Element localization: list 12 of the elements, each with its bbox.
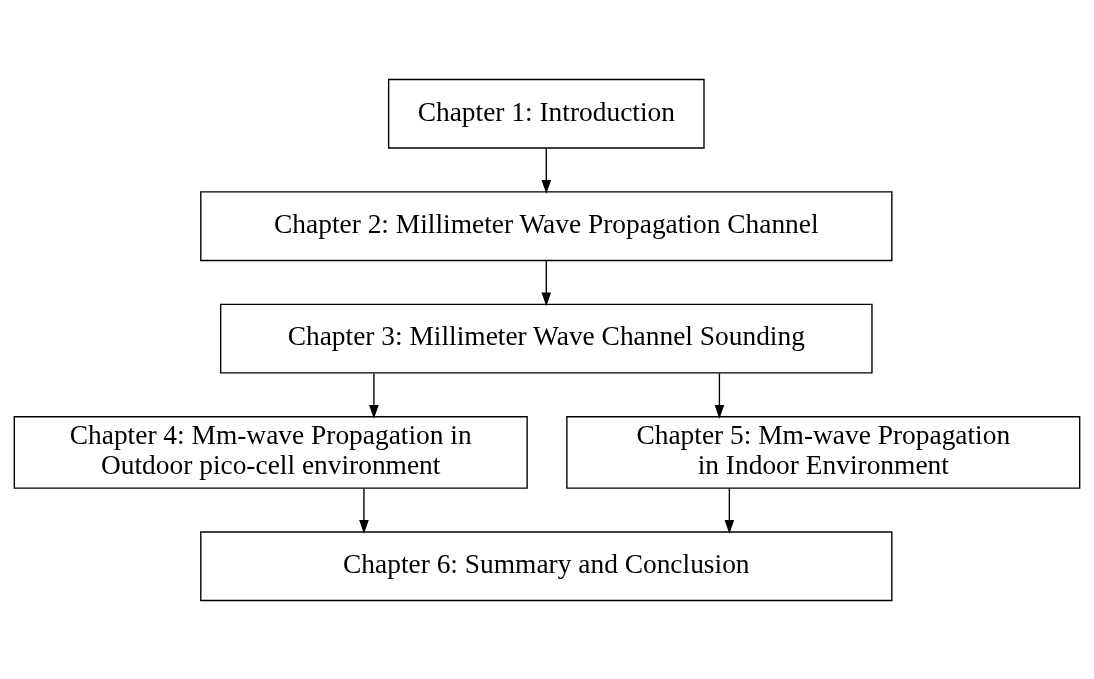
- node-box: Chapter 5: Mm-wave Propagation in Indoor Environment: [566, 415, 1081, 489]
- arrow: [369, 372, 379, 419]
- arrow: [714, 372, 725, 419]
- node-box: Chapter 3: Millimeter Wave Channel Sounding: [220, 303, 873, 374]
- node-box: Chapter 2: Millimeter Wave Propagation Channel: [200, 190, 893, 261]
- arrow: [724, 487, 735, 534]
- arrow: [541, 146, 552, 194]
- node-box: Chapter 1: Introduction: [387, 78, 705, 149]
- node-box: Chapter 6: Summary and Conclusion: [200, 530, 893, 601]
- arrow: [359, 487, 369, 534]
- arrow: [541, 259, 552, 306]
- node-box: Chapter 4: Mm-wave Propagation in Outdoor pico-cell environment: [13, 415, 528, 489]
